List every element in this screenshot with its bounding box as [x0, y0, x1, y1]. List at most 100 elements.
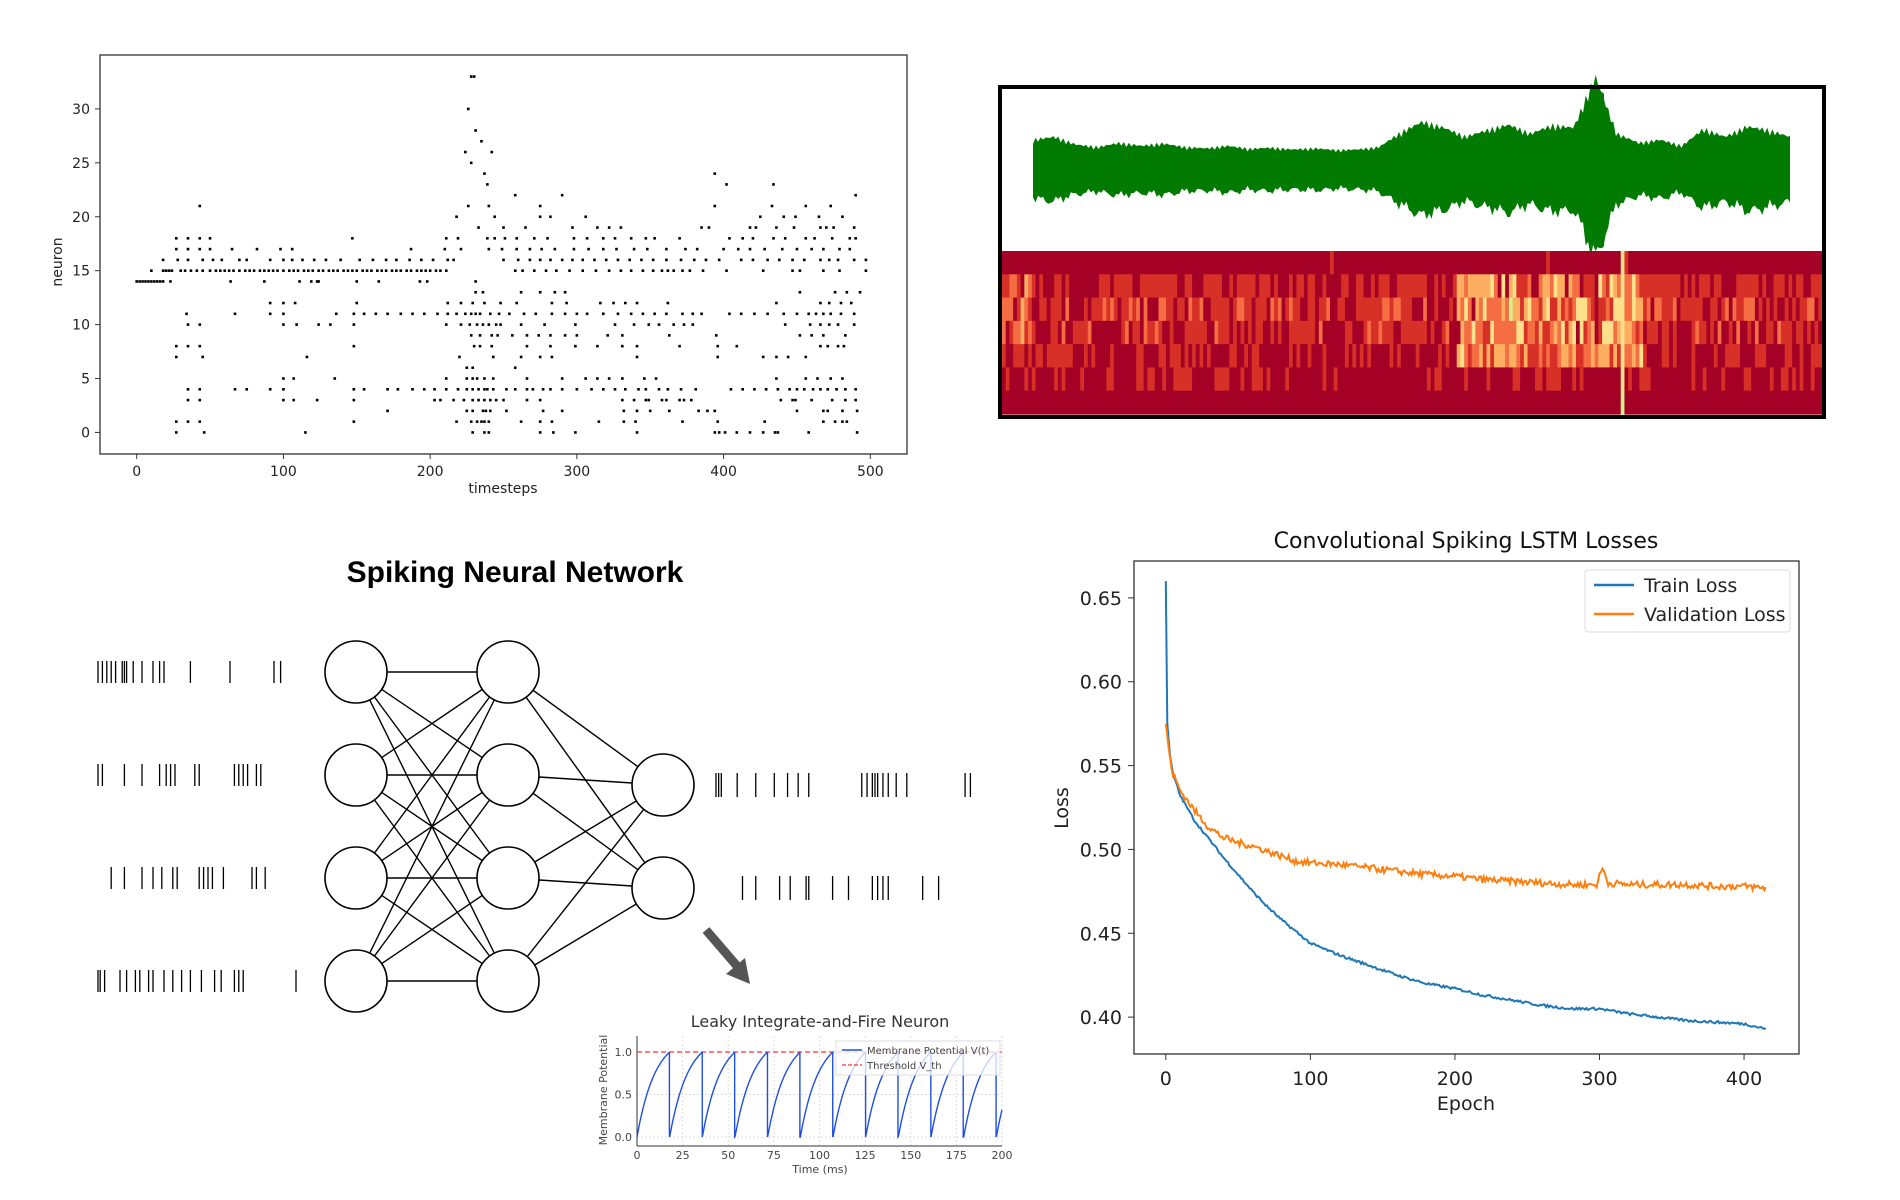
heatmap-cell: [1426, 320, 1432, 345]
heatmap-cell: [1169, 367, 1175, 392]
heatmap-cell: [1736, 320, 1741, 345]
spike-dot: [716, 420, 720, 423]
heatmap-cell: [1300, 320, 1305, 345]
heatmap-cell: [1076, 274, 1081, 299]
heatmap-cell: [1643, 390, 1648, 415]
heatmap-cell: [1113, 251, 1119, 275]
spike-dot: [462, 398, 466, 402]
heatmap-cell: [1814, 390, 1819, 415]
spike-dot: [513, 387, 517, 391]
heatmap-cell: [1311, 344, 1316, 369]
spike-dot: [477, 226, 480, 229]
spike-dot: [804, 204, 808, 208]
heatmap-cell: [1214, 344, 1219, 369]
heatmap-cell: [1740, 390, 1745, 415]
spike-dot: [858, 290, 862, 294]
heatmap-cell: [1397, 251, 1402, 275]
spike-dot: [268, 258, 272, 262]
heatmap-cell: [1072, 390, 1078, 415]
heatmap-cell: [1199, 367, 1204, 392]
heatmap-cell: [1710, 274, 1715, 299]
heatmap-cell: [1542, 274, 1547, 299]
heatmap-cell: [1650, 367, 1655, 392]
heatmap-cell: [1549, 344, 1555, 369]
heatmap-cell: [1318, 390, 1324, 415]
heatmap-cell: [1587, 344, 1592, 369]
heatmap-cell: [1214, 251, 1219, 275]
spike-dot: [672, 269, 676, 272]
heatmap-cell: [1505, 274, 1510, 299]
heatmap-cell: [1132, 251, 1137, 275]
heatmap-cell: [1348, 320, 1353, 345]
heatmap-cell: [1054, 251, 1059, 275]
spike-dot: [282, 269, 285, 272]
heatmap-cell: [1576, 251, 1581, 275]
heatmap-cell: [1050, 390, 1055, 415]
spike-dot: [814, 312, 818, 316]
spike-dot: [487, 431, 491, 434]
heatmap-cell: [1426, 390, 1432, 415]
heatmap-cell: [1501, 367, 1506, 392]
spike-dot: [245, 258, 249, 262]
spike-dot: [465, 387, 469, 391]
spike-dot: [653, 312, 656, 316]
heatmap-cell: [1505, 297, 1510, 322]
spike-dot: [791, 398, 794, 402]
heatmap-cell: [1449, 251, 1454, 275]
heatmap-cell: [1166, 320, 1171, 345]
heatmap-cell: [1035, 251, 1040, 275]
spike-dot: [739, 312, 743, 316]
heatmap-cell: [1736, 390, 1741, 415]
heatmap-cell: [1453, 320, 1458, 345]
heatmap-cell: [1322, 251, 1327, 275]
heatmap-cell: [1270, 251, 1275, 275]
heatmap-cell: [1482, 344, 1488, 369]
spike-dot: [822, 334, 825, 337]
spike-dot: [848, 237, 852, 240]
spike-dot: [311, 269, 315, 272]
heatmap-cell: [1061, 390, 1066, 415]
heatmap-cell: [1818, 274, 1823, 299]
heatmap-cell: [1490, 344, 1495, 369]
heatmap-cell: [1702, 274, 1708, 299]
spike-dot: [152, 280, 156, 283]
heatmap-cell: [1725, 390, 1730, 415]
spike-dot: [706, 409, 709, 413]
heatmap-cell: [1426, 344, 1432, 369]
heatmap-cell: [1359, 320, 1365, 345]
lif-legend: Membrane Potential V(t) Threshold V_th: [835, 1040, 1001, 1076]
heatmap-cell: [1303, 251, 1309, 275]
spike-dot: [519, 290, 523, 294]
heatmap-cell: [1125, 297, 1130, 322]
heatmap-cell: [1769, 320, 1775, 345]
heatmap-cell: [1441, 344, 1447, 369]
heatmap-cell: [1251, 251, 1257, 275]
spike-dot: [456, 387, 460, 391]
heatmap-cell: [1009, 390, 1014, 415]
heatmap-cell: [1590, 297, 1596, 322]
spike-dot: [374, 312, 378, 316]
heatmap-cell: [1385, 390, 1391, 415]
heatmap-cell: [1803, 297, 1808, 322]
heatmap-cell: [1281, 251, 1286, 275]
heatmap-cell: [1277, 390, 1283, 415]
heatmap-cell: [1132, 320, 1137, 345]
heatmap-cell: [1076, 297, 1081, 322]
heatmap-cell: [1374, 274, 1380, 299]
heatmap-cell: [1818, 390, 1823, 415]
heatmap-cell: [1352, 390, 1357, 415]
heatmap-cell: [1579, 320, 1585, 345]
spike-dot: [574, 323, 577, 326]
spike-dot: [791, 269, 794, 272]
spike-dot: [298, 280, 301, 283]
spike-dot: [201, 258, 205, 262]
heatmap-cell: [1456, 274, 1462, 299]
heatmap-cell: [1393, 390, 1398, 415]
heatmap-cell: [1672, 297, 1678, 322]
spike-dot: [174, 355, 178, 359]
heatmap-cell: [1225, 367, 1230, 392]
spike-dot: [817, 215, 821, 219]
spike-dot: [490, 150, 494, 154]
heatmap-cell: [1699, 251, 1704, 275]
heatmap-cell: [1136, 344, 1141, 369]
